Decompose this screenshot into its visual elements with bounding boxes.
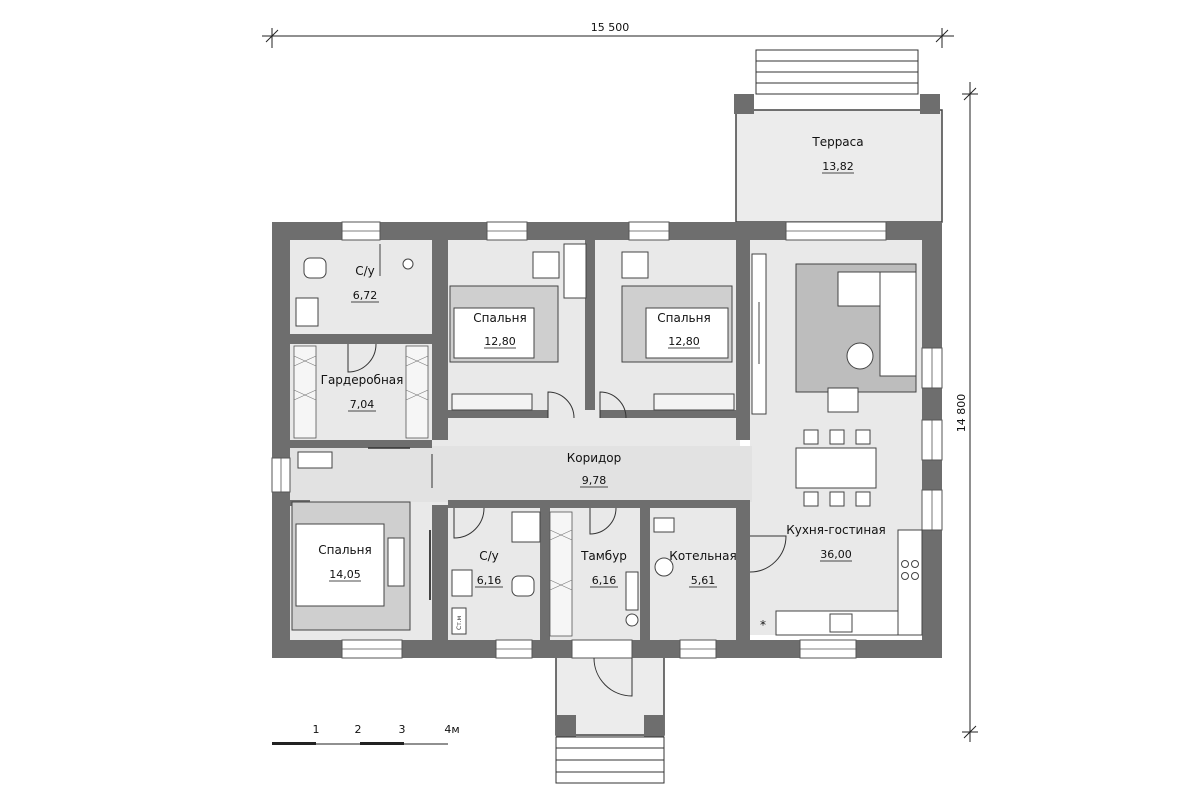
wardrobe-hatching bbox=[293, 355, 573, 591]
door-swing bbox=[749, 535, 787, 573]
dimension-lines bbox=[262, 28, 978, 742]
desk-icon bbox=[563, 243, 587, 299]
room-area-terrace: 13,82 bbox=[822, 160, 854, 173]
sink-icon bbox=[295, 297, 319, 327]
washing-machine-icon bbox=[451, 607, 467, 635]
room-area-bedroom3: 12,80 bbox=[668, 335, 700, 348]
door-swing bbox=[593, 657, 633, 697]
gas-boiler-icon bbox=[654, 557, 674, 577]
room-name-terrace: Терраса bbox=[811, 135, 863, 149]
room-area-kitchen: 36,00 bbox=[820, 548, 852, 561]
room-area-wc2: 6,16 bbox=[477, 574, 502, 587]
scale-tick-2: 2 bbox=[355, 723, 362, 736]
vestibule-fixtures bbox=[625, 517, 675, 627]
scale-tick-3: 3 bbox=[399, 723, 406, 736]
hob-icon bbox=[901, 560, 909, 568]
bathroom-2-fixtures bbox=[451, 511, 541, 635]
armchair-icon bbox=[827, 387, 859, 413]
room-area-vestibule: 6,16 bbox=[592, 574, 617, 587]
kitchen-sink-icon bbox=[829, 613, 853, 633]
shoe-rack-icon bbox=[625, 571, 639, 611]
wardrobe-shelves bbox=[293, 345, 573, 637]
bedroom-3-furniture bbox=[621, 251, 735, 411]
wardrobe-icon bbox=[653, 393, 735, 411]
dining-chairs bbox=[803, 429, 871, 507]
scale-bar: 1 2 3 4м bbox=[272, 723, 460, 745]
room-name-kitchen: Кухня-гостиная bbox=[786, 523, 886, 537]
room-labels: Терраса 13,82 С/у 6,72 Спальня 12,80 Спа… bbox=[318, 135, 886, 588]
window-glazing-lines bbox=[280, 230, 933, 650]
desk-icon bbox=[297, 451, 333, 469]
scale-tick-4: 4м bbox=[444, 723, 459, 736]
toilet-icon bbox=[511, 575, 535, 597]
washing-machine-label: Ст.м bbox=[456, 616, 463, 630]
width-dimension: 15 500 bbox=[591, 21, 630, 34]
door-swing bbox=[547, 391, 575, 419]
shower-icon bbox=[402, 258, 414, 270]
sink-icon bbox=[451, 569, 473, 597]
terrace bbox=[734, 49, 943, 223]
door-swing bbox=[589, 507, 617, 535]
entrance-door bbox=[571, 639, 633, 659]
bathroom-1-fixtures bbox=[295, 244, 414, 327]
bedroom-1-furniture bbox=[291, 451, 431, 631]
room-area-wc1: 6,72 bbox=[353, 289, 378, 302]
bedroom-2-furniture bbox=[449, 243, 587, 411]
armchair-icon bbox=[621, 251, 649, 279]
room-name-wc2: С/у bbox=[479, 549, 499, 563]
room-area-bedroom1: 14,05 bbox=[329, 568, 361, 581]
coffee-table-icon bbox=[846, 342, 874, 370]
room-area-boiler: 5,61 bbox=[691, 574, 716, 587]
room-name-bedroom2: Спальня bbox=[473, 311, 526, 325]
dining-table-icon bbox=[795, 447, 877, 489]
entrance-porch bbox=[555, 654, 665, 784]
door-swing bbox=[453, 507, 485, 539]
scale-tick-1: 1 bbox=[313, 723, 320, 736]
boiler-icon bbox=[653, 517, 675, 533]
door-swing bbox=[599, 391, 627, 419]
room-name-boiler: Котельная bbox=[669, 549, 736, 563]
room-name-corridor: Коридор bbox=[567, 451, 622, 465]
terrace-steps bbox=[755, 49, 919, 95]
toilet-icon bbox=[303, 257, 327, 279]
door-swing bbox=[347, 343, 377, 373]
kitchen-living-furniture bbox=[751, 253, 923, 636]
porch-steps bbox=[555, 736, 665, 784]
room-name-wardrobe: Гардеробная bbox=[321, 373, 404, 387]
height-dimension: 14 800 bbox=[955, 394, 968, 433]
coat-hook-icon bbox=[625, 613, 639, 627]
armchair-icon bbox=[532, 251, 560, 279]
kitchen-counter-right bbox=[897, 529, 923, 636]
sofa-chaise-icon bbox=[879, 271, 917, 377]
room-name-bedroom1: Спальня bbox=[318, 543, 371, 557]
room-area-wardrobe: 7,04 bbox=[350, 398, 375, 411]
room-name-vestibule: Тамбур bbox=[580, 549, 627, 563]
room-area-corridor: 9,78 bbox=[582, 474, 607, 487]
room-name-wc1: С/у bbox=[355, 264, 375, 278]
room-area-bedroom2: 12,80 bbox=[484, 335, 516, 348]
doors bbox=[347, 343, 787, 697]
snowflake-icon: * bbox=[760, 618, 766, 632]
room-name-bedroom3: Спальня bbox=[657, 311, 710, 325]
wardrobe-icon bbox=[451, 393, 533, 411]
shower-tray-icon bbox=[511, 511, 541, 543]
